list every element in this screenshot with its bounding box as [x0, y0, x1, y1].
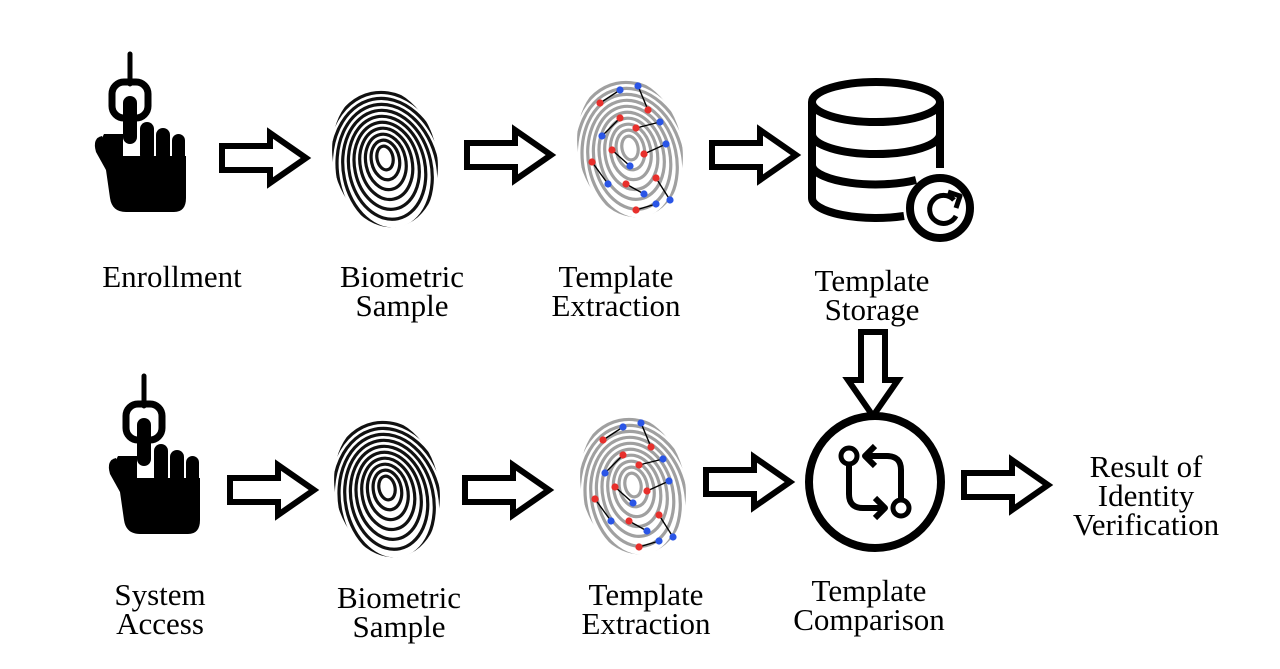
flow-arrow: [467, 130, 551, 180]
label-biometric-sample-bottom: Biometric Sample: [337, 580, 461, 644]
flow-arrow-down: [848, 332, 898, 416]
label-template-extraction-top: Template Extraction: [551, 259, 681, 323]
label-result-of-identity-verification: Result of Identity Verification: [1072, 449, 1220, 542]
label-biometric-sample-top: Biometric Sample: [340, 259, 464, 323]
label-template-storage: Template Storage: [814, 263, 930, 327]
label-system-access: System Access: [114, 577, 206, 641]
flow-arrow: [230, 465, 314, 515]
enrollment-hand-icon: [95, 54, 186, 212]
flow-arrow: [465, 465, 549, 515]
database-sync-icon: [812, 82, 970, 238]
flow-arrow: [222, 133, 306, 183]
compare-arrows-icon: [809, 416, 941, 548]
label-enrollment: Enrollment: [102, 259, 242, 294]
flow-arrow: [712, 130, 796, 180]
fingerprint-minutiae-icon: [541, 56, 727, 282]
label-template-extraction-bottom: Template Extraction: [581, 577, 711, 641]
label-template-comparison: Template Comparison: [793, 573, 945, 637]
flow-arrow: [706, 457, 790, 507]
system-access-hand-icon: [109, 376, 200, 534]
